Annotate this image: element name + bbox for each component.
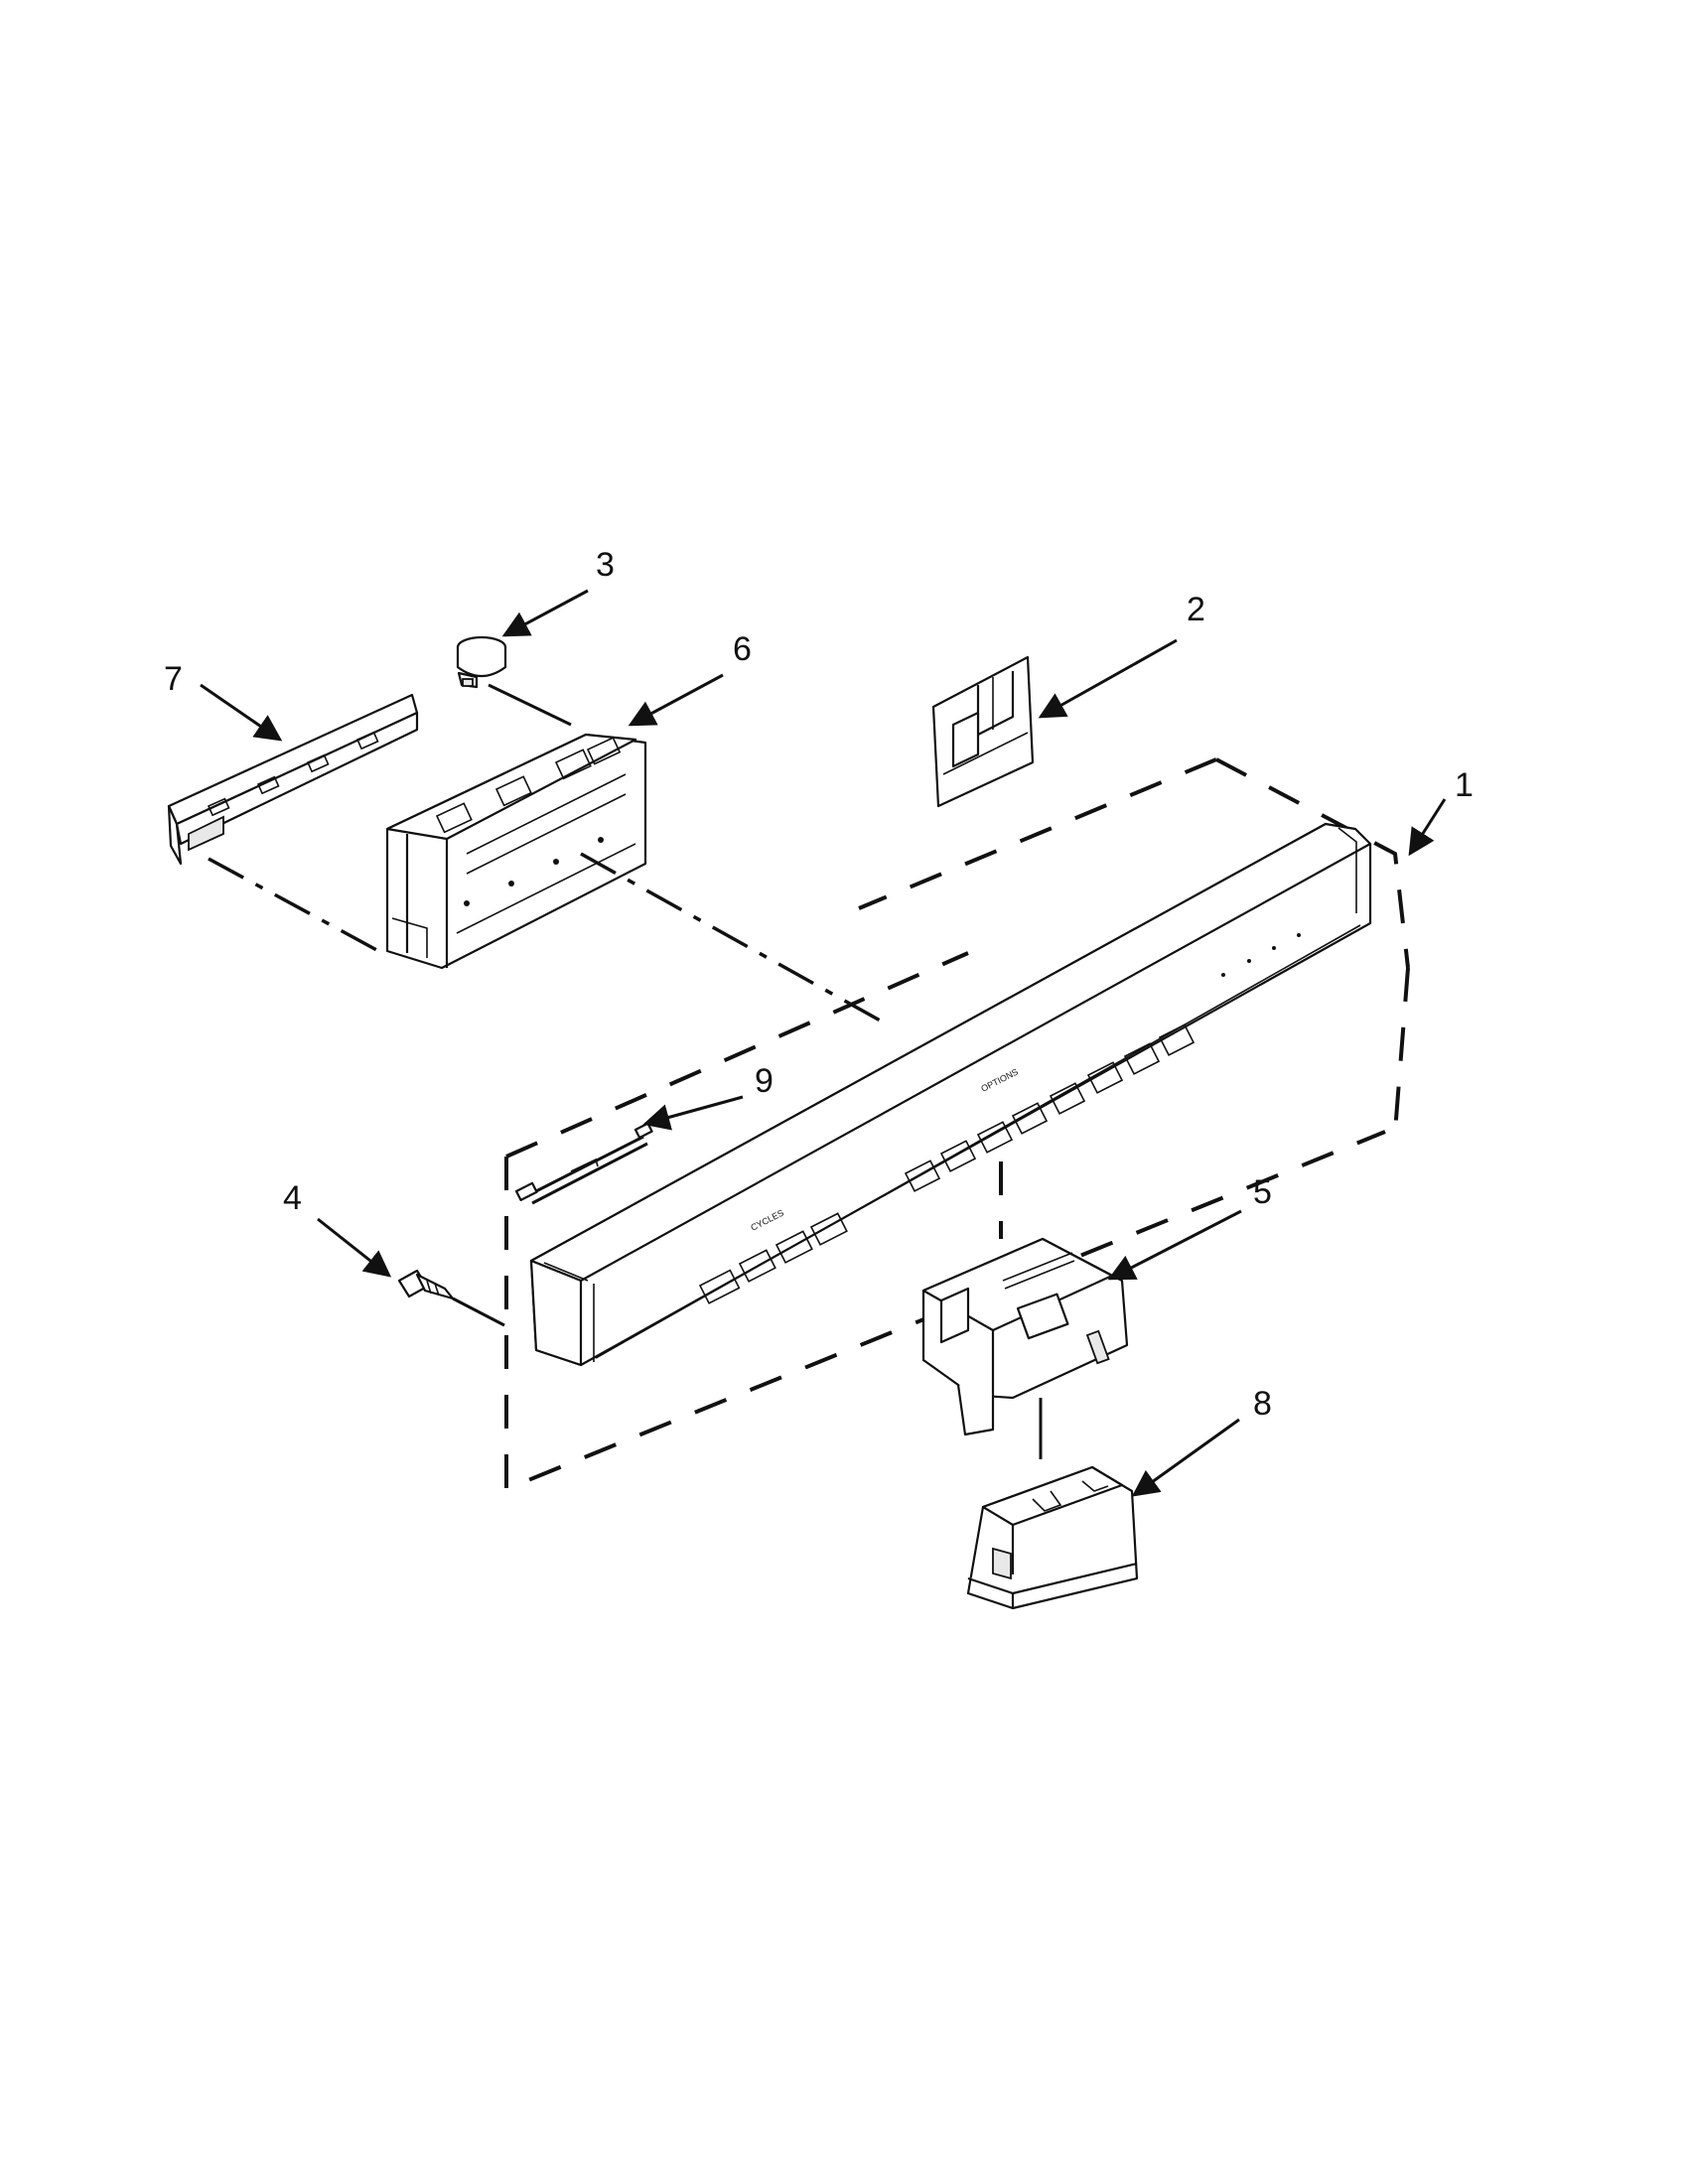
latch-housing — [921, 1161, 1129, 1459]
latch-part — [966, 1465, 1139, 1610]
leader-2 — [1038, 638, 1178, 719]
leader-3 — [501, 589, 589, 637]
control-panel-console: CYCLES OPTIONS — [529, 822, 1372, 1367]
callout-1: 1 — [1455, 766, 1474, 804]
callout-leaders — [200, 589, 1447, 1497]
leader-9 — [642, 1095, 744, 1131]
leader-1 — [1408, 798, 1447, 857]
leader-7 — [200, 683, 283, 742]
callout-4: 4 — [283, 1179, 302, 1217]
callout-9: 9 — [755, 1062, 774, 1100]
assembly-boundary — [504, 757, 1410, 1492]
leader-6 — [628, 673, 724, 727]
callout-6: 6 — [733, 630, 752, 668]
callout-numbers: 1 2 3 4 5 6 7 8 9 — [164, 546, 1474, 1423]
status-indicators — [1221, 933, 1301, 977]
leader-4 — [317, 1217, 392, 1278]
callout-3: 3 — [596, 546, 615, 584]
sensor-part — [456, 635, 572, 727]
bracket-part — [931, 655, 1035, 808]
wire-harness — [514, 1122, 653, 1205]
leader-5 — [1107, 1209, 1242, 1281]
callout-2: 2 — [1187, 591, 1205, 628]
leader-8 — [1131, 1418, 1240, 1497]
callout-7: 7 — [164, 660, 183, 698]
screw-part — [397, 1269, 505, 1327]
wire-bracket-strip — [167, 693, 419, 955]
control-board-housing — [385, 733, 885, 1024]
callout-8: 8 — [1253, 1385, 1272, 1423]
callout-5: 5 — [1253, 1173, 1272, 1211]
